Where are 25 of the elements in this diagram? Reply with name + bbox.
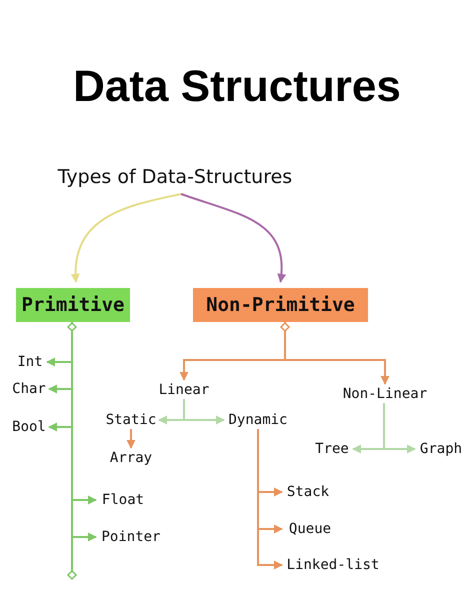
node-label: Int: [17, 354, 43, 370]
arrow: [126, 429, 136, 449]
category-box: Primitive: [16, 288, 130, 322]
arrow: [71, 193, 182, 283]
title: Data Structures: [72, 62, 402, 112]
arrow: [180, 193, 286, 283]
arrow: [257, 429, 283, 570]
arrow: [383, 403, 416, 454]
node-label: Array: [110, 450, 152, 466]
heading: Types of Data-Structures: [58, 166, 292, 188]
node-label: Pointer: [101, 529, 160, 545]
arrow: [183, 399, 225, 424]
node-label: Linear: [158, 382, 210, 398]
node-label: Tree: [315, 441, 349, 457]
category-box: Non-Primitive: [193, 288, 368, 322]
node-label: Stack: [286, 484, 330, 500]
node-label: Float: [102, 492, 144, 508]
node-label: Static: [106, 412, 156, 428]
node-label: Dynamic: [228, 412, 288, 428]
node-label: Non-Linear: [342, 386, 428, 402]
node-label: Linked-list: [286, 557, 380, 573]
node-label: Queue: [288, 521, 332, 537]
node-label: Char: [12, 381, 46, 397]
node-label: Graph: [420, 441, 462, 457]
node-label: Bool: [12, 419, 46, 435]
